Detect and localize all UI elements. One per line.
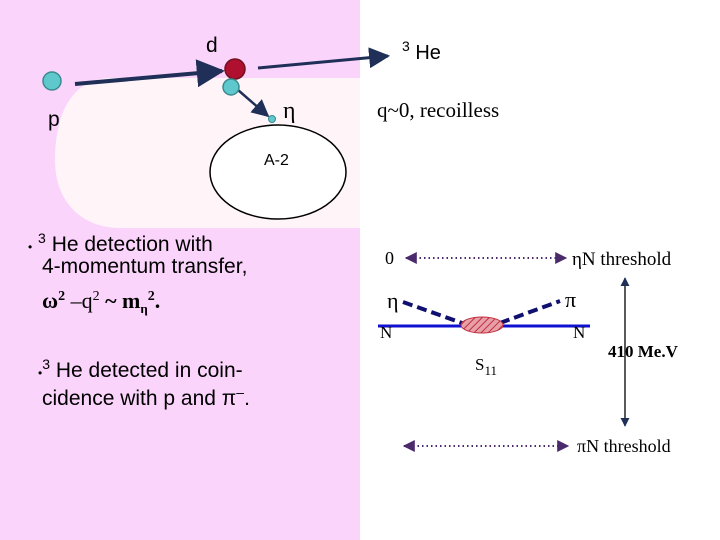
zero-label: 0 — [385, 248, 394, 268]
deuteron-circle — [224, 58, 246, 80]
pi-dashed-line — [499, 299, 561, 325]
nucleon-circle — [222, 78, 240, 96]
s11-label: S11 — [475, 355, 497, 378]
a2-nucleus-ellipse — [209, 124, 347, 220]
bullet-1-formula: ω2 –q2 ~ mη2. — [42, 288, 161, 316]
deuteron-label: d — [206, 34, 218, 57]
pi-n-threshold-label: πN threshold — [577, 436, 671, 456]
n-right-label: N — [573, 323, 586, 342]
eta-label: η — [283, 98, 296, 124]
n-left-label: N — [380, 323, 393, 342]
eta-meson-circle — [268, 115, 276, 123]
recoilless-label: q~0, recoilless — [377, 98, 500, 122]
proton-label: p — [48, 108, 60, 131]
bullet-2-line-2: cidence with p and π–. — [42, 384, 250, 410]
bullet-1-line-1: • 3 He detection with — [28, 230, 213, 256]
proton-arrow — [74, 59, 225, 88]
eta-arrow — [237, 89, 270, 118]
he3-label: 3 He — [402, 38, 441, 64]
bullet-2-line-1: •3 He detected in coin- — [38, 356, 243, 382]
eta-left-label: η — [387, 288, 399, 313]
a2-label: A-2 — [264, 152, 289, 169]
pi-right-label: π — [565, 287, 577, 312]
eta-dashed-line — [402, 300, 463, 325]
he3-arrow — [257, 47, 391, 70]
proton-circle — [42, 71, 62, 91]
s11-resonance-blob — [460, 316, 504, 334]
energy-gap-label: 410 Me.V — [608, 342, 678, 361]
eta-n-threshold-label: ηN threshold — [572, 249, 672, 270]
bullet-1-line-2: 4-momentum transfer, — [42, 255, 248, 278]
